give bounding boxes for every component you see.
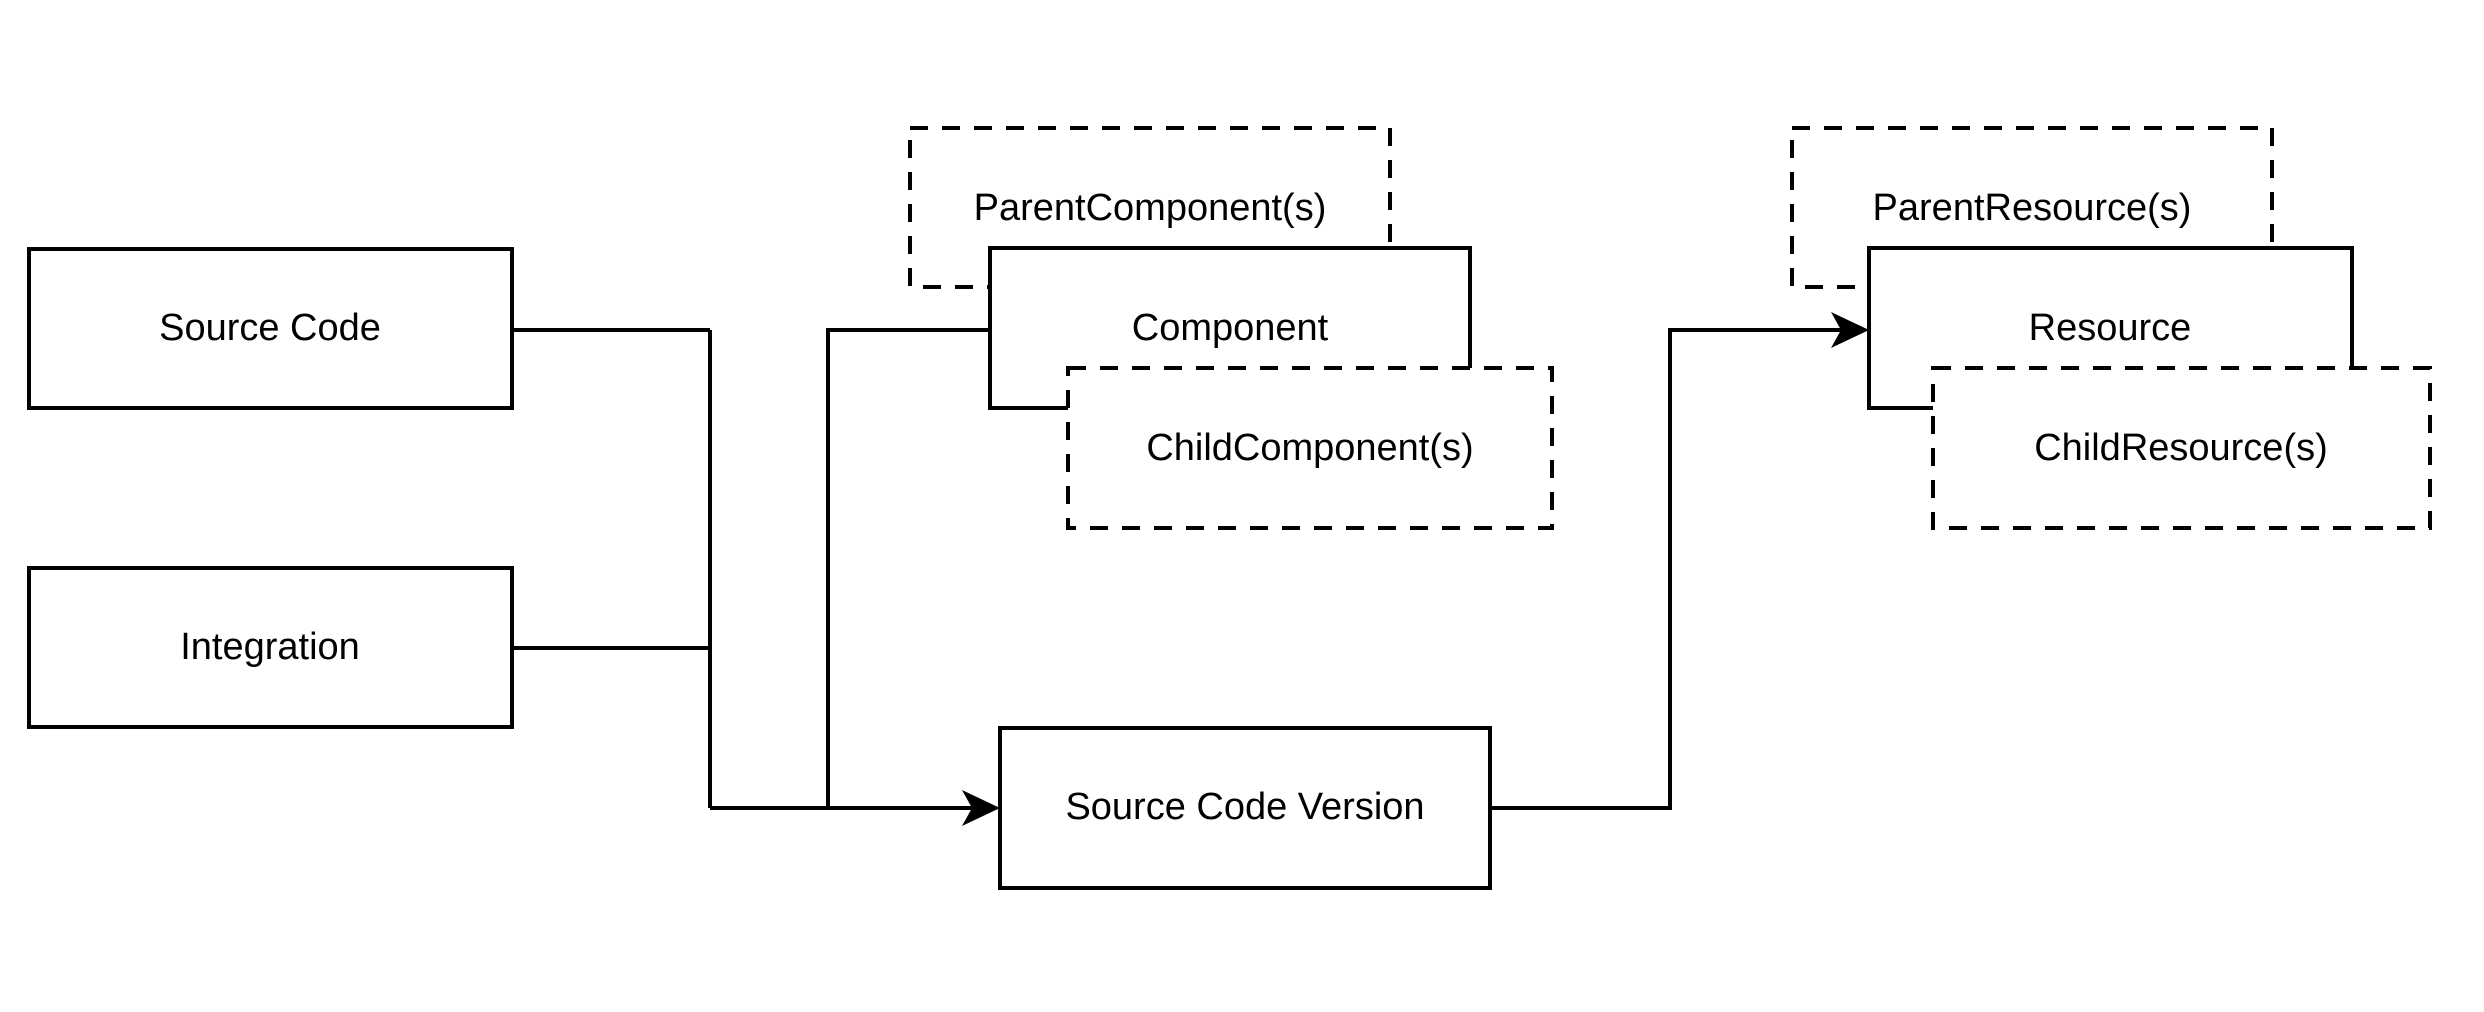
child-resource-label: ChildResource(s) bbox=[2034, 427, 2328, 469]
source-code-version-label: Source Code Version bbox=[1065, 786, 1424, 828]
node-source-code[interactable]: Source Code bbox=[27, 247, 514, 410]
resource-label: Resource bbox=[2029, 307, 2192, 349]
arrowhead-into-resource bbox=[1831, 312, 1869, 348]
node-source-code-version[interactable]: Source Code Version bbox=[998, 726, 1492, 890]
source-code-label: Source Code bbox=[159, 307, 381, 349]
node-child-resource[interactable]: ChildResource(s) bbox=[1931, 366, 2432, 530]
node-child-component[interactable]: ChildComponent(s) bbox=[1066, 366, 1554, 530]
source-code-version-box[interactable] bbox=[998, 726, 1492, 890]
integration-label: Integration bbox=[180, 626, 360, 668]
arrowhead-into-source-code-version bbox=[962, 790, 1000, 826]
child-component-label: ChildComponent(s) bbox=[1146, 427, 1473, 469]
parent-resource-label: ParentResource(s) bbox=[1873, 187, 2192, 229]
edge-version-to-resource-path bbox=[1490, 328, 1845, 810]
component-label: Component bbox=[1132, 307, 1329, 349]
edge-component-to-version-path bbox=[826, 328, 990, 810]
parent-component-label: ParentComponent(s) bbox=[974, 187, 1327, 229]
node-integration[interactable]: Integration bbox=[27, 566, 514, 729]
child-component-box[interactable] bbox=[1066, 366, 1554, 530]
source-code-box[interactable] bbox=[27, 247, 514, 410]
child-resource-box[interactable] bbox=[1931, 366, 2432, 530]
integration-box[interactable] bbox=[27, 566, 514, 729]
